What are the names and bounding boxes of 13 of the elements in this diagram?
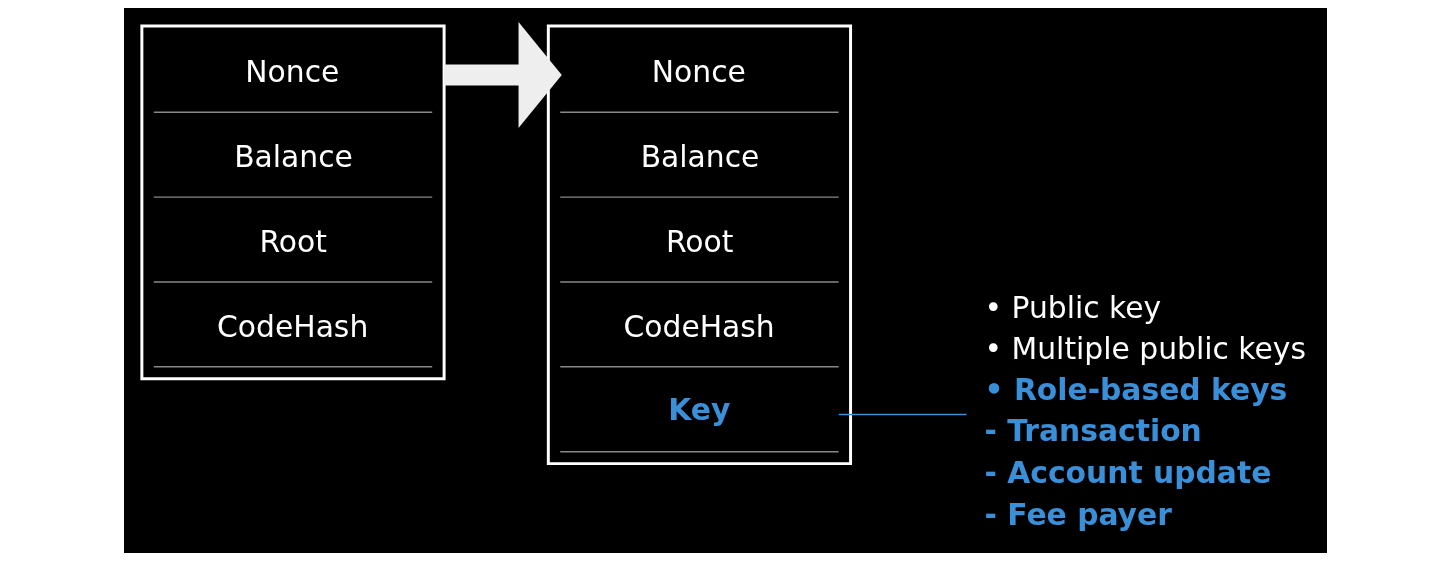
node-text: Nonce [651, 54, 746, 90]
node-text: Key [667, 392, 730, 428]
cluster [139, 24, 446, 381]
cluster [546, 24, 852, 466]
node-text: Balance [640, 139, 759, 175]
node-text: Nonce [244, 54, 339, 90]
node-text: Balance [233, 139, 353, 175]
node-text: CodeHash [623, 309, 775, 345]
node-text: Root [258, 224, 327, 260]
connector [837, 413, 967, 416]
node-text: CodeHash [216, 309, 368, 345]
node-text: Root [665, 224, 733, 260]
node-text: • Public key • Multiple public keys • Role-based keys - Transaction - Account update - Fee payer [984, 289, 1306, 532]
